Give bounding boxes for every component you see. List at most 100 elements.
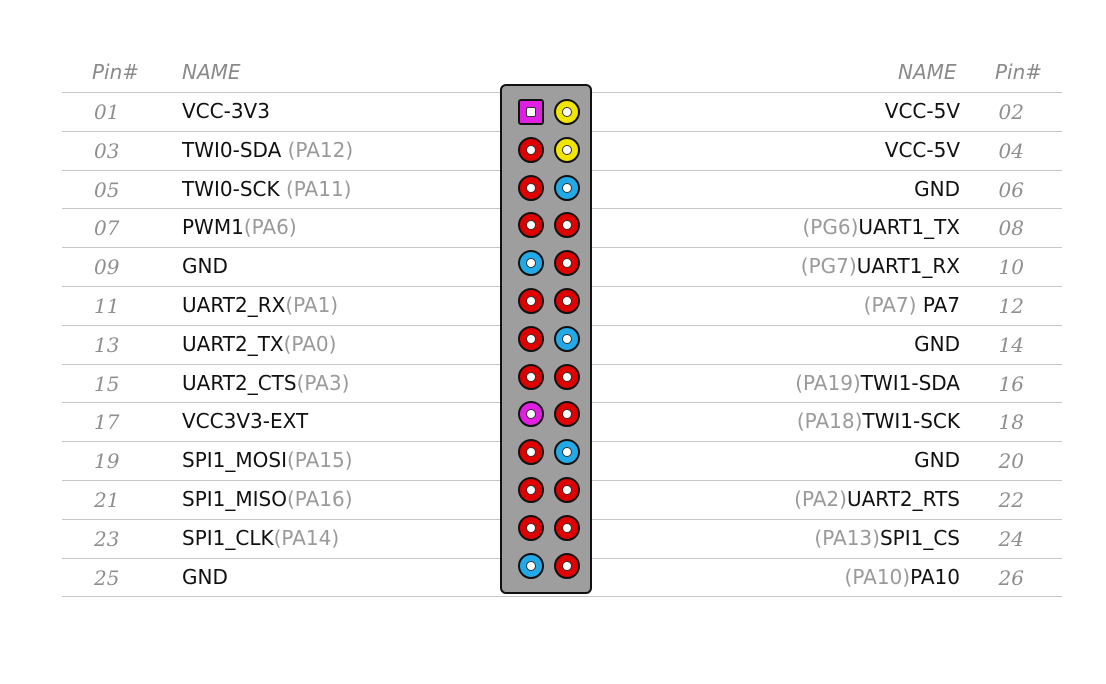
left-pin-number: 21	[94, 487, 120, 512]
right-port-name: (PG7)	[800, 254, 857, 279]
header-pin-03-icon	[518, 136, 544, 163]
table-row: 07 PWM1(PA6) (PG6)UART1_TX 08	[62, 208, 1062, 247]
right-signal-name: GND	[914, 448, 960, 473]
header-pin-19-icon	[518, 439, 544, 466]
left-pin-number: 19	[94, 449, 120, 474]
header-left-name: NAME	[182, 60, 241, 84]
left-signal-name: TWI0-SCK	[182, 176, 280, 201]
right-pin-label: (PA10)PA10	[845, 565, 960, 589]
header-pin-04-icon	[554, 136, 580, 163]
left-signal-name: UART2_TX	[182, 331, 284, 356]
right-pin-number: 16	[998, 371, 1024, 396]
right-pin-number: 06	[998, 177, 1024, 202]
header-pin-02-icon	[554, 99, 580, 125]
right-port-name: (PA7)	[863, 292, 923, 317]
right-signal-name: SPI1_CS	[879, 525, 960, 550]
right-pin-label: (PA13)SPI1_CS	[814, 526, 960, 550]
right-pin-label: VCC-5V	[885, 138, 960, 162]
left-port-name: (PA0)	[283, 331, 337, 356]
left-signal-name: TWI0-SDA	[182, 137, 282, 162]
left-pin-label: SPI1_CLK(PA14)	[182, 526, 339, 550]
right-port-name: (PA13)	[814, 525, 880, 550]
left-pin-label: UART2_CTS(PA3)	[182, 371, 349, 395]
left-port-name: (PA12)	[281, 137, 354, 162]
left-pin-label: VCC-3V3	[182, 99, 270, 123]
left-pin-label: PWM1(PA6)	[182, 215, 297, 239]
left-pin-label: SPI1_MOSI(PA15)	[182, 448, 353, 472]
header-pin-12-icon	[554, 288, 580, 314]
left-port-name: (PA14)	[273, 525, 340, 550]
right-port-name: (PA18)	[796, 409, 863, 434]
left-signal-name: VCC3V3-EXT	[182, 409, 309, 434]
right-pin-number: 26	[998, 565, 1024, 590]
right-port-name: (PA10)	[844, 564, 911, 589]
right-signal-name: PA7	[922, 292, 960, 317]
header-right-pin: Pin#	[995, 60, 1043, 84]
header-pin-05-icon	[518, 174, 544, 201]
left-port-name: (PA3)	[296, 370, 350, 395]
header-pin-06-icon	[554, 174, 580, 201]
left-pin-label: TWI0-SDA (PA12)	[182, 138, 353, 162]
left-port-name: (PA16)	[286, 486, 353, 511]
right-pin-number: 20	[998, 449, 1024, 474]
right-pin-label: (PA19)TWI1-SDA	[795, 371, 960, 395]
header-pin-08-icon	[554, 212, 580, 239]
right-pin-number: 22	[998, 487, 1024, 512]
header-pin-01-icon	[518, 99, 544, 125]
left-signal-name: GND	[182, 564, 228, 589]
pin-header-connector	[500, 84, 592, 594]
left-port-name: (PA6)	[243, 215, 297, 240]
right-signal-name: PA10	[910, 564, 960, 589]
header-pin-14-icon	[554, 325, 580, 352]
left-pin-label: TWI0-SCK (PA11)	[182, 177, 351, 201]
right-pin-number: 24	[998, 526, 1024, 551]
header-pin-10-icon	[554, 250, 580, 277]
right-pin-number: 04	[998, 138, 1024, 163]
right-pin-number: 14	[998, 332, 1024, 357]
left-signal-name: PWM1	[182, 215, 244, 240]
right-signal-name: UART1_TX	[858, 215, 960, 240]
left-pin-number: 09	[94, 255, 120, 280]
right-signal-name: GND	[914, 176, 960, 201]
header-pin-15-icon	[518, 363, 544, 390]
left-pin-number: 01	[94, 100, 120, 124]
right-port-name: (PG6)	[802, 215, 859, 240]
right-signal-name: GND	[914, 331, 960, 356]
right-pin-label: GND	[914, 332, 960, 356]
right-signal-name: TWI1-SDA	[860, 370, 960, 395]
left-signal-name: SPI1_CLK	[182, 525, 274, 550]
table-row: 19 SPI1_MOSI(PA15) GND 20	[62, 441, 1062, 480]
left-pin-number: 07	[94, 216, 120, 241]
left-pin-label: UART2_RX(PA1)	[182, 293, 338, 317]
left-pin-number: 13	[94, 332, 120, 357]
left-port-name: (PA1)	[285, 292, 339, 317]
right-pin-label: GND	[914, 448, 960, 472]
left-port-name: (PA15)	[286, 448, 353, 473]
header-right-name: NAME	[898, 60, 957, 84]
header-pin-09-icon	[518, 250, 544, 277]
left-pin-label: GND	[182, 565, 228, 589]
left-signal-name: SPI1_MOSI	[182, 448, 287, 473]
left-signal-name: VCC-3V3	[182, 99, 270, 123]
left-pin-label: UART2_TX(PA0)	[182, 332, 336, 356]
left-signal-name: UART2_CTS	[182, 370, 297, 395]
header-pin-20-icon	[554, 439, 580, 466]
header-pin-17-icon	[518, 401, 544, 428]
right-pin-label: (PG6)UART1_TX	[802, 215, 960, 239]
right-pin-label: VCC-5V	[885, 99, 960, 123]
right-port-name: (PA19)	[795, 370, 861, 395]
left-pin-number: 11	[94, 293, 120, 318]
left-pin-label: VCC3V3-EXT	[182, 409, 308, 433]
right-signal-name: VCC-5V	[884, 137, 960, 162]
right-pin-number: 08	[998, 216, 1024, 241]
right-signal-name: UART2_RTS	[846, 486, 960, 511]
left-pin-number: 17	[94, 410, 120, 435]
left-pin-number: 25	[94, 565, 120, 590]
header-left-pin: Pin#	[92, 60, 140, 84]
header-pin-13-icon	[518, 325, 544, 352]
right-pin-number: 12	[998, 293, 1024, 318]
header-pin-24-icon	[554, 514, 580, 541]
header-pin-26-icon	[554, 552, 580, 579]
right-pin-number: 02	[998, 100, 1024, 124]
